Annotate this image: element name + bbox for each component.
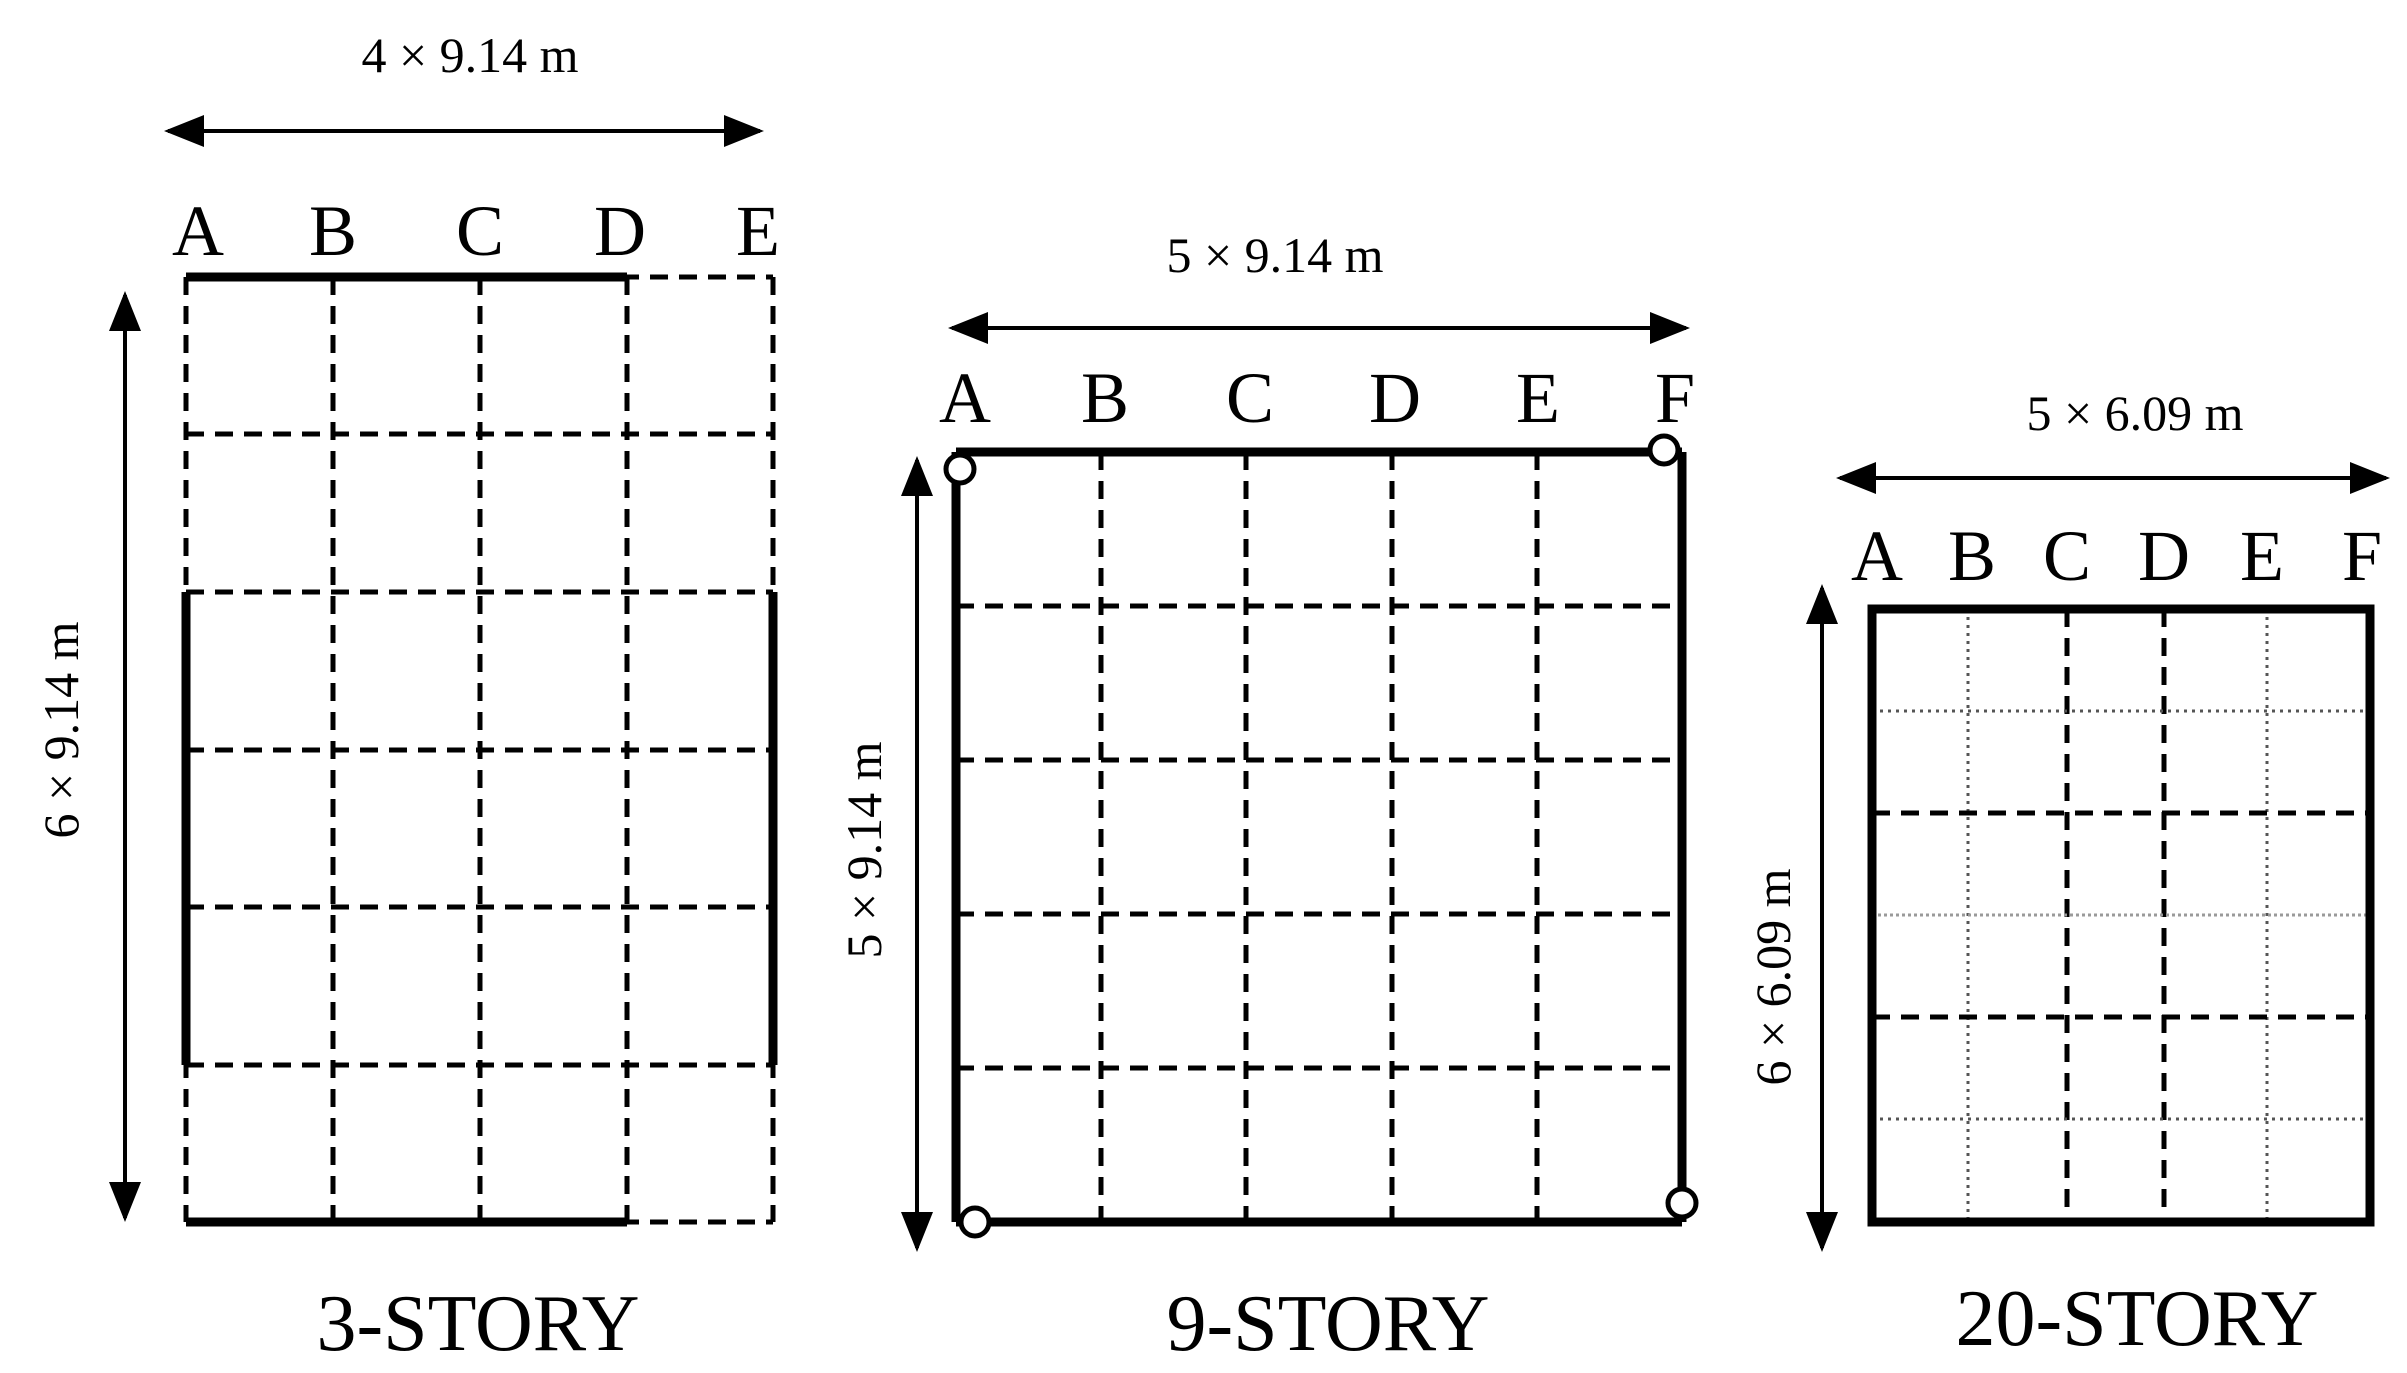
twenty-story-grid-label-e: E [2240,516,2284,596]
nine-story-moment-frames [951,447,1687,1227]
nine-story-grid-label-c: C [1226,358,1274,438]
three-story-grid [183,274,776,1225]
twenty-story-grid-label-d: D [2138,516,2190,596]
twenty-story-width-dimension: 5 × 6.09 m [2026,385,2243,441]
nine-story-grid-label-b: B [1081,358,1129,438]
nine-story-grid-label-a: A [939,358,991,438]
three-story-moment-frames [181,272,778,1227]
three-story-width-dimension: 4 × 9.14 m [361,27,578,83]
twenty-story-grid-label-b: B [1948,516,1996,596]
three-story-caption: 3-STORY [316,1280,639,1368]
nine-story-height-dimension: 5 × 9.14 m [836,741,892,958]
nine-story-plan: 5 × 9.14 m 5 × 9.14 m A B C D E F [836,227,1699,1368]
three-story-grid-label-c: C [456,191,504,271]
nine-story-caption: 9-STORY [1166,1280,1489,1368]
twenty-story-height-dimension: 6 × 6.09 m [1745,868,1801,1085]
three-story-grid-label-d: D [594,191,646,271]
twenty-story-grid [1872,609,2370,1222]
nine-story-width-dimension: 5 × 9.14 m [1166,227,1383,283]
nine-story-pinned-connections [943,433,1699,1239]
three-story-height-dimension: 6 × 9.14 m [33,621,89,838]
twenty-story-grid-label-a: A [1851,516,1903,596]
three-story-grid-label-b: B [309,191,357,271]
twenty-story-grid-label-c: C [2043,516,2091,596]
twenty-story-caption: 20-STORY [1955,1275,2318,1363]
nine-story-grid [956,452,1682,1222]
twenty-story-plan: 5 × 6.09 m 6 × 6.09 m A B C D E F 20-STO… [1745,385,2390,1363]
three-story-grid-label-a: A [172,191,224,271]
nine-story-grid-label-e: E [1516,358,1560,438]
three-story-grid-label-e: E [736,191,780,271]
nine-story-grid-label-f: F [1655,358,1695,438]
twenty-story-grid-label-f: F [2342,516,2382,596]
nine-story-grid-label-d: D [1369,358,1421,438]
twenty-story-moment-frames [1867,604,2375,1227]
three-story-plan: 4 × 9.14 m 6 × 9.14 m A B C D E [33,27,780,1368]
